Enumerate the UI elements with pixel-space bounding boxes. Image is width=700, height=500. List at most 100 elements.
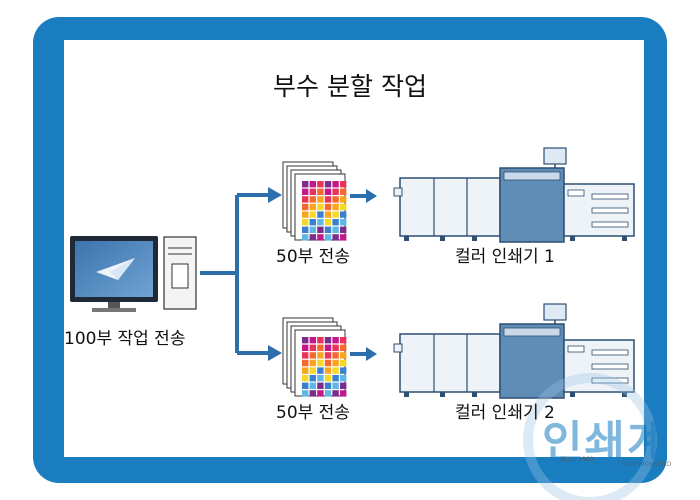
color-swatch xyxy=(309,375,316,382)
watermark-circle xyxy=(523,373,657,500)
paper-stack-top xyxy=(282,161,347,241)
color-swatch xyxy=(340,219,347,226)
watermark-brand: GRAPHICWORLD xyxy=(622,461,672,468)
color-swatch xyxy=(340,382,347,389)
color-swatch xyxy=(324,344,332,351)
watermark-since: Since 1969 xyxy=(560,456,594,463)
color-swatch xyxy=(309,337,316,344)
color-swatch xyxy=(324,359,332,367)
color-swatch xyxy=(302,375,309,382)
color-swatch xyxy=(309,181,316,188)
color-swatch xyxy=(309,196,316,203)
color-swatch xyxy=(317,219,324,226)
color-swatch xyxy=(332,344,339,351)
color-swatch xyxy=(324,181,332,188)
color-swatch xyxy=(309,367,316,374)
color-swatch xyxy=(317,337,324,344)
color-swatch xyxy=(340,203,347,211)
color-swatch xyxy=(324,234,332,241)
color-swatch xyxy=(302,188,309,195)
color-swatch xyxy=(332,226,339,233)
color-swatch xyxy=(332,188,339,195)
color-swatch xyxy=(302,211,309,218)
color-swatch xyxy=(317,211,324,218)
color-swatch xyxy=(309,382,316,389)
send-arrow-top xyxy=(350,189,377,203)
color-swatch xyxy=(309,390,316,397)
color-swatch xyxy=(324,375,332,382)
color-swatch xyxy=(324,211,332,218)
color-printer-2-icon xyxy=(393,303,635,399)
color-swatch xyxy=(317,234,324,241)
color-swatch xyxy=(340,375,347,382)
color-swatch xyxy=(317,188,324,195)
color-swatch xyxy=(317,359,324,367)
arrow-head-top xyxy=(268,187,282,203)
color-swatch xyxy=(309,234,316,241)
color-swatch xyxy=(324,226,332,233)
color-swatch xyxy=(309,359,316,367)
color-swatch xyxy=(302,337,309,344)
arrow-head-bottom xyxy=(268,345,282,361)
branch-arrows xyxy=(200,193,268,355)
color-swatch xyxy=(332,196,339,203)
diagram-title: 부수 분할 작업 xyxy=(273,72,427,101)
color-swatch xyxy=(332,359,339,367)
color-swatch xyxy=(302,359,309,367)
color-swatch xyxy=(302,367,309,374)
color-swatch xyxy=(324,352,332,359)
color-swatch xyxy=(317,344,324,351)
color-swatch xyxy=(340,337,347,344)
color-swatch xyxy=(332,382,339,389)
color-swatch xyxy=(324,390,332,397)
color-swatch xyxy=(309,352,316,359)
color-swatch xyxy=(309,219,316,226)
color-swatch xyxy=(302,382,309,389)
color-swatch xyxy=(302,196,309,203)
color-swatch xyxy=(324,337,332,344)
color-swatch xyxy=(332,390,339,397)
color-swatch xyxy=(309,203,316,211)
color-swatch xyxy=(317,352,324,359)
color-swatch xyxy=(340,181,347,188)
color-swatch xyxy=(317,367,324,374)
color-swatch xyxy=(302,219,309,226)
send-label-bottom: 50부 전송 xyxy=(276,403,350,423)
color-swatch xyxy=(302,390,309,397)
color-swatch xyxy=(332,203,339,211)
color-swatch xyxy=(340,188,347,195)
color-swatch xyxy=(309,226,316,233)
color-swatch xyxy=(302,226,309,233)
computer-icon xyxy=(70,236,197,312)
color-swatch xyxy=(309,344,316,351)
color-swatch xyxy=(324,203,332,211)
color-swatch xyxy=(332,181,339,188)
printer-label-top: 컬러 인쇄기 1 xyxy=(455,247,555,267)
color-swatch xyxy=(340,344,347,351)
color-swatch xyxy=(324,382,332,389)
color-swatch xyxy=(317,375,324,382)
color-swatch xyxy=(302,344,309,351)
color-swatch xyxy=(340,359,347,367)
color-swatch xyxy=(317,196,324,203)
color-swatch xyxy=(340,390,347,397)
color-swatch xyxy=(309,211,316,218)
color-swatch xyxy=(332,352,339,359)
color-swatch xyxy=(332,211,339,218)
color-swatch xyxy=(340,352,347,359)
color-swatch xyxy=(332,367,339,374)
color-swatch xyxy=(317,181,324,188)
send-label-top: 50부 전송 xyxy=(276,247,350,267)
color-swatch xyxy=(324,367,332,374)
color-swatch xyxy=(340,367,347,374)
color-swatch xyxy=(317,382,324,389)
color-swatch xyxy=(317,203,324,211)
paper-stack-bottom xyxy=(282,317,347,397)
color-swatch xyxy=(324,188,332,195)
color-swatch xyxy=(332,337,339,344)
color-swatch xyxy=(340,234,347,241)
color-swatch xyxy=(302,181,309,188)
watermark-logo: 인쇄계 xyxy=(542,417,670,468)
source-label: 100부 작업 전송 xyxy=(64,329,186,349)
